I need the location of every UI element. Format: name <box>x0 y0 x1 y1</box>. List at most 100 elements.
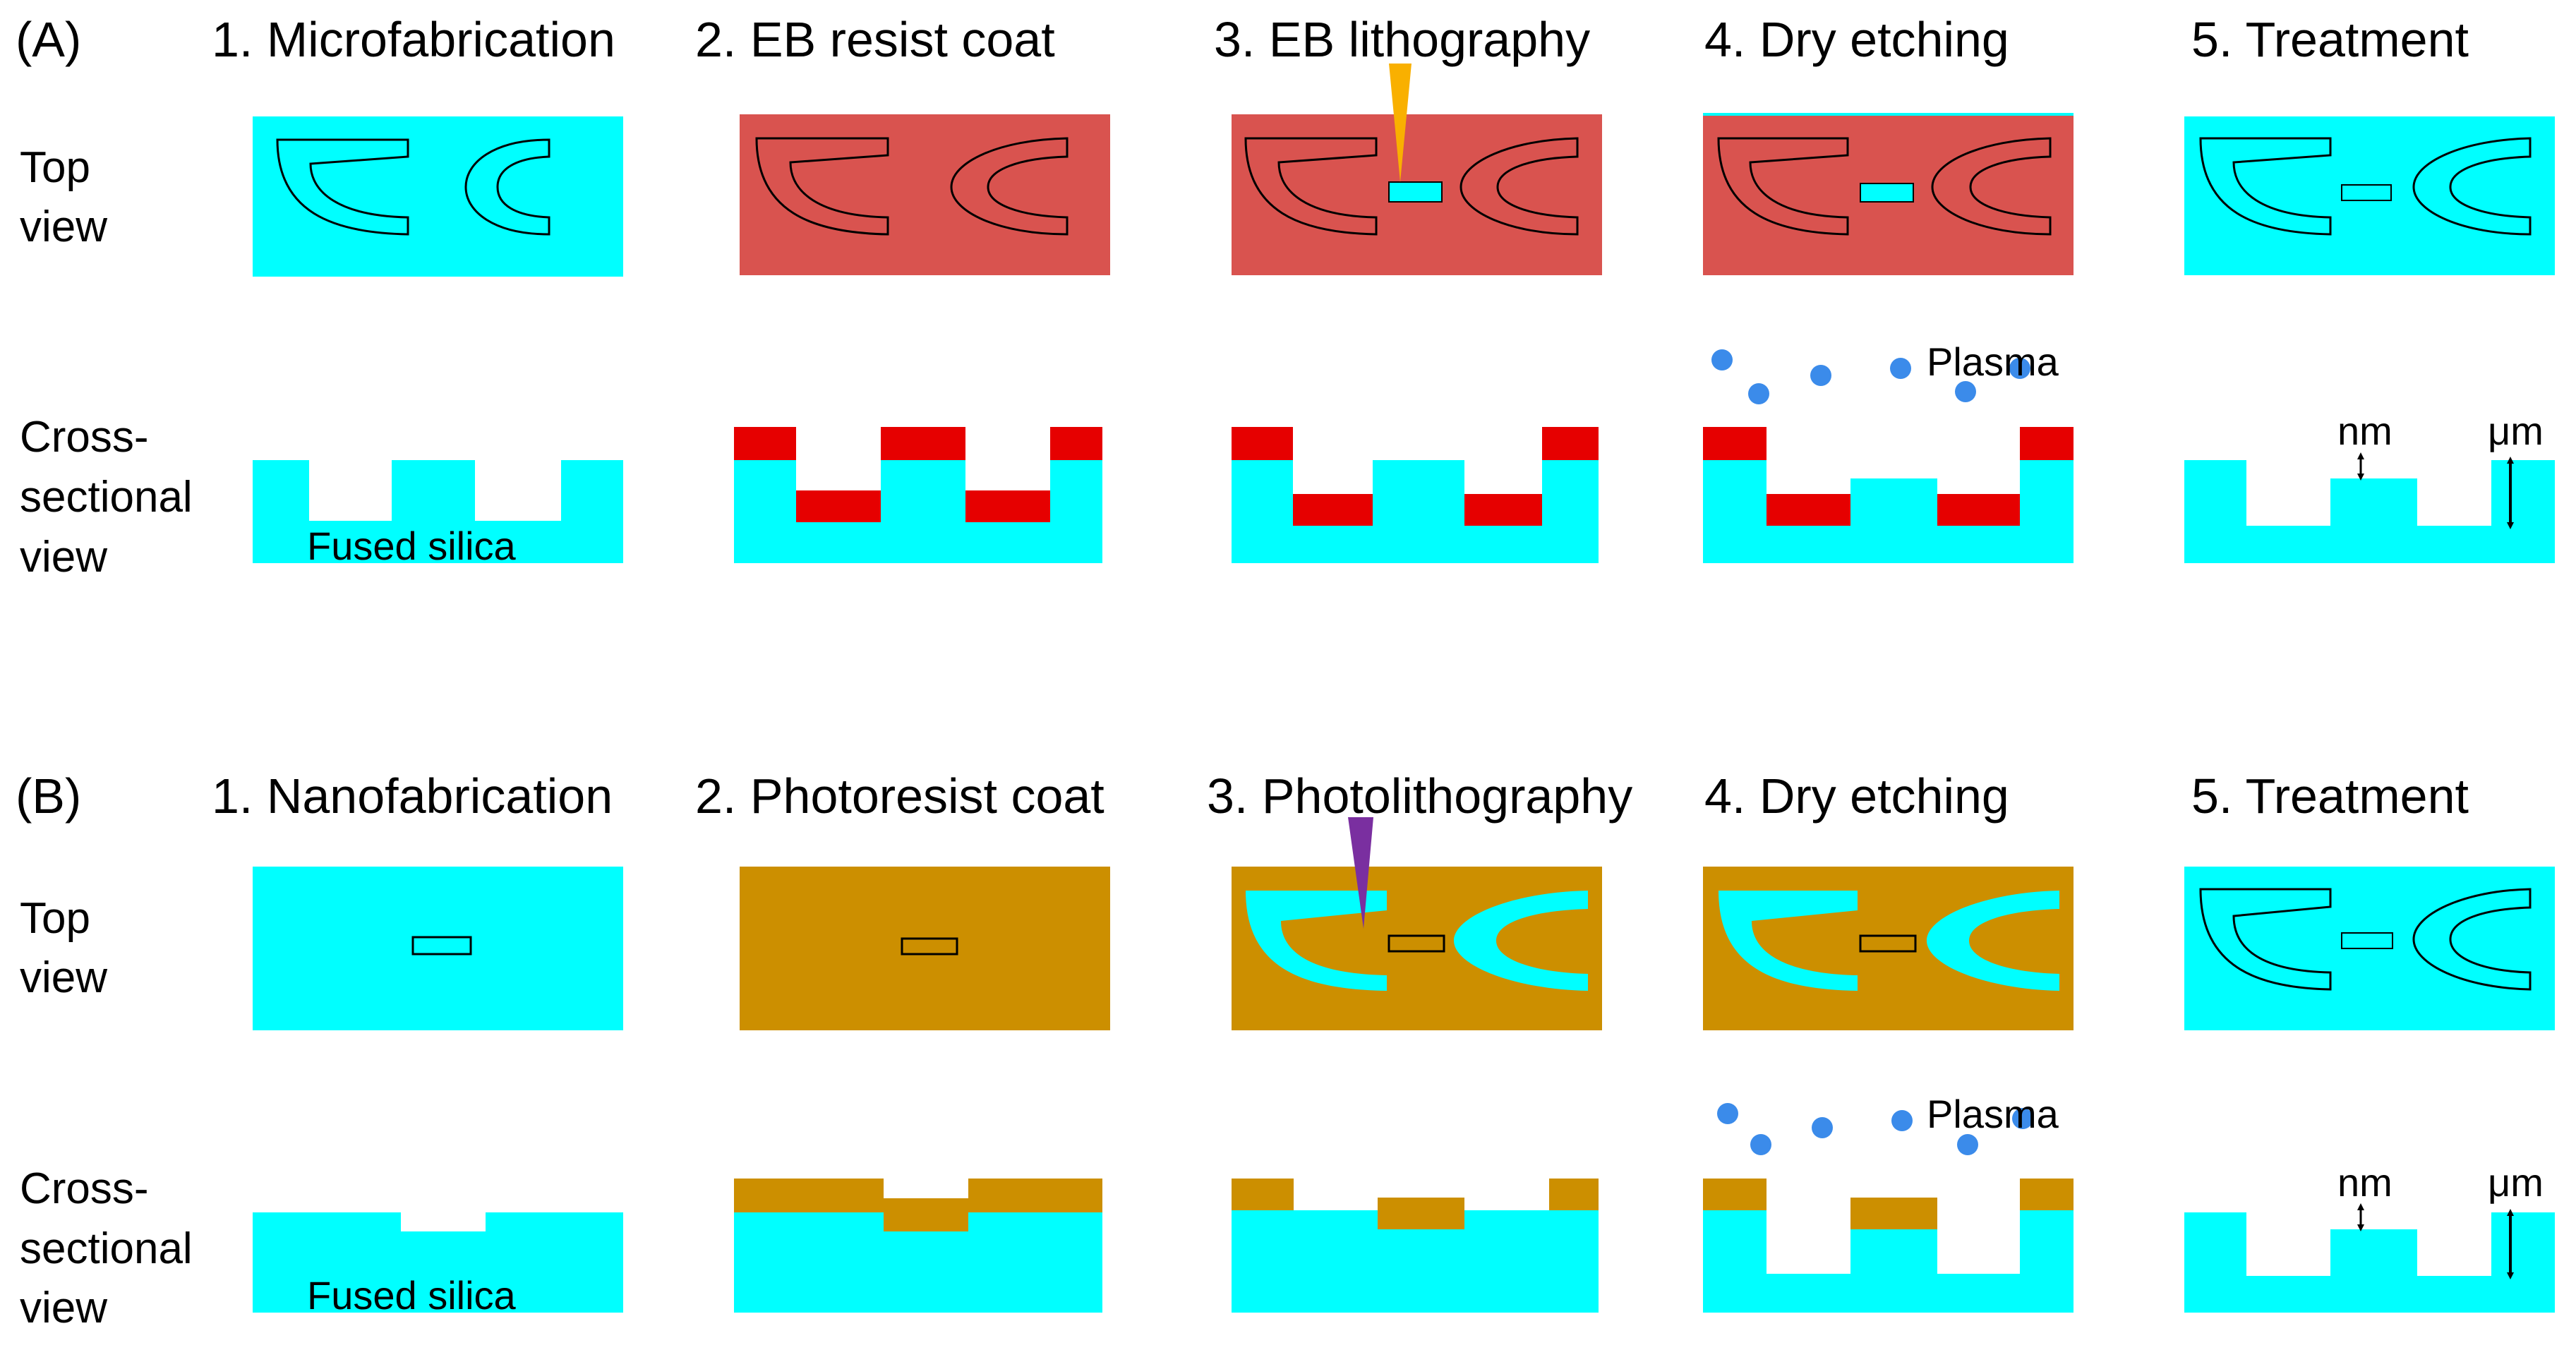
a3-cross-section <box>1232 427 1599 563</box>
nanochannel <box>2341 932 2393 949</box>
photoresist <box>734 1179 1102 1231</box>
plasma-particle <box>2012 1108 2033 1129</box>
eb-resist <box>1703 427 1767 460</box>
nm-label: nm <box>2337 409 2393 453</box>
silica-substrate <box>2184 460 2555 563</box>
nanochannel <box>901 937 958 956</box>
photoresist <box>1549 1179 1599 1210</box>
b4-cross-section: Plasma <box>1703 1092 2074 1313</box>
b1-top-view <box>253 867 623 1030</box>
a1-cross-section: Fused silica <box>253 460 623 568</box>
panel-a-top-view-label-2: view <box>20 203 107 251</box>
photoresist <box>1703 1179 1767 1210</box>
eb-beam-icon <box>1389 64 1412 182</box>
exposed-microchannel <box>1454 891 1588 991</box>
plasma-particle <box>1748 383 1769 404</box>
uv-beam-icon <box>1348 817 1373 929</box>
eb-resist <box>881 427 965 460</box>
eb-resist <box>734 427 796 460</box>
panel-b-step-4: 4. Dry etching <box>1704 769 2009 824</box>
panel-a-cross-label-2: sectional <box>20 473 193 522</box>
silica-substrate <box>1232 1210 1599 1313</box>
b3-top-view <box>1232 817 1602 1030</box>
plasma-particle <box>1890 358 1911 379</box>
eb-resist <box>965 490 1050 522</box>
eb-resist <box>1293 494 1373 526</box>
panel-a-step-3: 3. EB lithography <box>1214 12 1590 67</box>
eb-resist <box>2020 427 2074 460</box>
silica-substrate <box>1703 1210 2074 1313</box>
eb-resist <box>796 490 881 522</box>
panel-b-step-5: 5. Treatment <box>2191 769 2469 824</box>
etched-microchannel <box>1719 891 1858 991</box>
panel-a: (A) 1. Microfabrication 2. EB resist coa… <box>16 12 2555 581</box>
silica-substrate <box>734 460 1102 563</box>
panel-a-step-5: 5. Treatment <box>2191 12 2469 67</box>
photoresist <box>1378 1198 1464 1229</box>
a5-top-view <box>2184 116 2555 275</box>
silica-edge <box>1703 113 2074 116</box>
nanochannel <box>411 936 472 956</box>
a2-top-view <box>740 114 1110 275</box>
silica-substrate <box>1703 460 2074 563</box>
panel-b-label: (B) <box>16 769 81 824</box>
panel-a-top-view-label-1: Top <box>20 143 90 192</box>
panel-b-cross-label-2: sectional <box>20 1224 193 1273</box>
plasma-particle <box>1812 1117 1833 1138</box>
silica-substrate <box>253 460 623 563</box>
panel-a-step-4: 4. Dry etching <box>1704 12 2009 67</box>
b2-cross-section <box>734 1179 1102 1313</box>
a2-cross-section <box>734 427 1102 563</box>
um-label: μm <box>2488 409 2544 453</box>
plasma-particle <box>1955 381 1976 402</box>
photoresist-top <box>740 867 1110 1030</box>
nanochannel <box>1859 934 1917 953</box>
plasma-particle <box>2009 358 2030 379</box>
eb-resist <box>1464 494 1542 526</box>
photoresist <box>2020 1179 2074 1210</box>
silica-top <box>253 116 623 277</box>
silica-top <box>2184 116 2555 275</box>
eb-resist-top <box>740 114 1110 275</box>
exposed-nanochannel <box>1388 181 1443 203</box>
plasma-particle <box>1891 1110 1913 1131</box>
etched-microchannel <box>1927 891 2059 991</box>
plasma-label: Plasma <box>1927 339 2059 384</box>
silica-substrate <box>734 1212 1102 1313</box>
panel-b-top-view-label-1: Top <box>20 894 90 943</box>
panel-a-cross-label-3: view <box>20 533 107 581</box>
plasma-particle <box>1750 1134 1771 1155</box>
silica-substrate <box>1232 460 1599 563</box>
b4-top-view <box>1703 867 2074 1030</box>
silica-substrate <box>2184 1212 2555 1313</box>
a4-cross-section: Plasma <box>1703 339 2074 563</box>
plasma-particle <box>1711 349 1733 370</box>
panel-b: (B) 1. Nanofabrication 2. Photoresist co… <box>16 769 2555 1332</box>
nm-label: nm <box>2337 1160 2393 1205</box>
panel-a-step-2: 2. EB resist coat <box>695 12 1055 67</box>
panel-b-step-1: 1. Nanofabrication <box>212 769 613 824</box>
eb-resist <box>1542 427 1599 460</box>
um-label: μm <box>2488 1160 2544 1205</box>
substrate-label: Fused silica <box>307 1273 517 1318</box>
a1-top-view <box>253 116 623 277</box>
substrate-label: Fused silica <box>307 524 517 568</box>
eb-resist <box>1232 427 1293 460</box>
eb-resist <box>1050 427 1102 460</box>
b1-cross-section: Fused silica <box>253 1212 623 1318</box>
a4-top-view <box>1703 113 2074 275</box>
panel-a-label: (A) <box>16 12 81 67</box>
photoresist <box>1850 1198 1937 1229</box>
plasma-particle <box>1810 365 1831 386</box>
nanochannel <box>1388 934 1445 953</box>
exposed-nanochannel <box>1860 183 1914 203</box>
b3-cross-section <box>1232 1179 1599 1313</box>
nanochannel <box>2341 184 2392 201</box>
plasma-particle <box>1717 1103 1738 1124</box>
eb-resist <box>1767 494 1850 526</box>
panel-b-step-2: 2. Photoresist coat <box>695 769 1105 824</box>
panel-a-cross-label-1: Cross- <box>20 413 149 462</box>
panel-b-step-3: 3. Photolithography <box>1207 769 1632 824</box>
silica-substrate <box>253 1212 623 1313</box>
